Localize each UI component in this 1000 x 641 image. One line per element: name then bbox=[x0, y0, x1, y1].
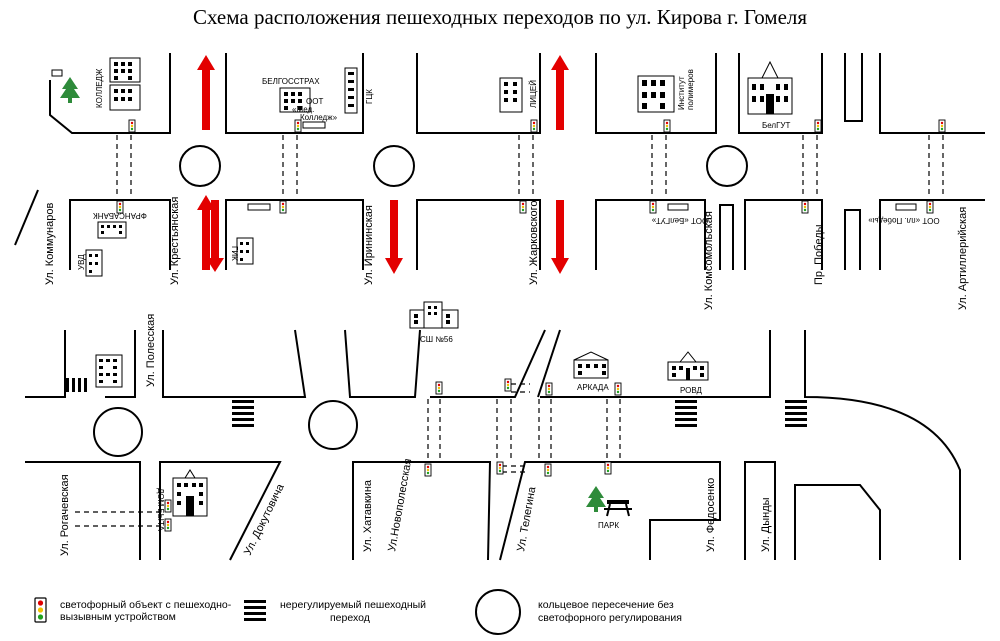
belgosstrakh-building: БЕЛГОССТРАХ ООТ «Мед. Колледж» bbox=[262, 77, 338, 129]
label-ost-name-1: «Мед. bbox=[292, 105, 314, 114]
legend-signal-line-2: вызывным устройством bbox=[60, 611, 176, 623]
label-ost-name-2: Колледж» bbox=[300, 113, 338, 122]
pedestrian-crossings-upper bbox=[116, 135, 944, 198]
sh56-building: СШ №56 bbox=[409, 301, 459, 344]
park: ПАРК bbox=[586, 486, 632, 530]
roundabout-icon bbox=[308, 400, 358, 450]
label-uvd: УВД bbox=[77, 254, 86, 270]
street-irininskaya: Ул. Ирининская bbox=[363, 205, 375, 285]
lower-kirova-section: СШ №56 АРКАДА РОВД ДОМ БЫТА bbox=[25, 301, 961, 561]
label-belgut: БелГУТ bbox=[762, 121, 791, 130]
belgut-building: БелГУТ bbox=[747, 60, 793, 130]
street-artilleriyskaya: Ул. Артиллерийская bbox=[957, 207, 969, 310]
institut-polimerov-building: Институт полимеров bbox=[637, 69, 695, 113]
label-rovd: РОВД bbox=[680, 386, 703, 395]
gik-building: ГИК bbox=[230, 203, 271, 265]
label-sh56: СШ №56 bbox=[420, 335, 453, 344]
label-belgosstrakh: БЕЛГОССТРАХ bbox=[262, 77, 320, 86]
traffic-light-icon bbox=[34, 597, 47, 623]
bus-stop-icon bbox=[895, 203, 917, 211]
street-komsomolskaya: Ул. Комсомольская bbox=[703, 211, 715, 310]
label-kolledzh: КОЛЛЕДЖ bbox=[95, 68, 104, 108]
bus-stop-icon bbox=[247, 203, 271, 211]
roundabout-icon bbox=[706, 145, 748, 187]
legend: светофорный объект с пешеходно- вызывным… bbox=[34, 589, 682, 635]
street-kommunarov: Ул. Коммунаров bbox=[44, 203, 56, 285]
zebra-crossing-icon bbox=[244, 600, 266, 621]
street-poleskaya: Ул. Полесская bbox=[145, 314, 157, 387]
ost-belgut: ООТ «БелГУТ» bbox=[651, 203, 708, 225]
arrow-icon bbox=[197, 55, 569, 274]
street-rogachevskaya: Ул. Рогачевская bbox=[59, 474, 71, 556]
kolledzh-building: КОЛЛЕДЖ bbox=[51, 57, 141, 111]
label-ost-belgut: ООТ «БелГУТ» bbox=[651, 216, 708, 225]
legend-ring-line-1: кольцевое пересечение без bbox=[538, 599, 674, 611]
street-pobedy: Пр. Победы bbox=[813, 224, 825, 285]
map-title: Схема расположения пешеходных переходов … bbox=[193, 5, 807, 29]
legend-signal-line-1: светофорный объект с пешеходно- bbox=[60, 599, 232, 611]
bus-stop-icon bbox=[302, 121, 326, 129]
roundabout-icon bbox=[475, 589, 521, 635]
litsey-building: ЛИЦЕЙ bbox=[499, 77, 538, 113]
pedestrian-crossings-lower bbox=[75, 383, 621, 527]
dom-byta-building: ДОМ БЫТА bbox=[156, 469, 208, 531]
street-dyndy: Ул. Дынды bbox=[760, 497, 772, 552]
label-institut-2: полимеров bbox=[686, 69, 695, 110]
ost-pobedy: ООТ «пл. Победы» bbox=[868, 203, 940, 225]
zebra-crossing-icon bbox=[66, 378, 807, 427]
arkada-building: АРКАДА bbox=[573, 351, 609, 392]
street-krestyanskaya: Ул. Крестьянская bbox=[169, 197, 181, 285]
roundabout-icon bbox=[179, 145, 221, 187]
street-zharkovskogo: Ул. Жарковского bbox=[528, 200, 540, 285]
bus-stop-icon bbox=[667, 203, 689, 211]
label-litsey: ЛИЦЕЙ bbox=[529, 80, 538, 108]
street-khatavkina: Ул. Хатавкина bbox=[362, 479, 374, 552]
roundabout-icon bbox=[93, 407, 143, 457]
label-ost: ООТ bbox=[306, 97, 323, 106]
legend-ring-line-2: светофорного регулирования bbox=[538, 612, 682, 624]
uvd-building: УВД bbox=[77, 249, 103, 277]
tree-icon bbox=[586, 486, 606, 512]
street-fedosenko: Ул. Федосенко bbox=[705, 478, 717, 552]
upper-kirova-section: КОЛЛЕДЖ БЕЛГОССТРАХ ООТ «Мед. Колледж» Г… bbox=[14, 53, 985, 310]
fransabank-building: ФРАНСАБАНК bbox=[93, 211, 147, 239]
rovd-building: РОВД bbox=[667, 351, 709, 395]
polesskaya-building bbox=[95, 354, 123, 388]
label-ost-pobedy: ООТ «пл. Победы» bbox=[868, 216, 940, 225]
bench-icon bbox=[604, 500, 632, 517]
gtsk-building: ГЦК bbox=[344, 67, 374, 114]
label-gtsk: ГЦК bbox=[365, 89, 374, 104]
label-dom-byta: ДОМ БЫТА bbox=[156, 488, 165, 531]
label-fransabank: ФРАНСАБАНК bbox=[93, 211, 147, 220]
label-institut-1: Институт bbox=[677, 76, 686, 110]
legend-zebra-line-1: нерегулируемый пешеходный bbox=[280, 599, 426, 611]
legend-zebra-line-2: переход bbox=[330, 612, 370, 624]
label-park: ПАРК bbox=[598, 521, 619, 530]
street-telegina: Ул. Телегина bbox=[515, 485, 538, 552]
street-novopoleskaya: Ул.Новополесская bbox=[386, 458, 414, 553]
label-arkada: АРКАДА bbox=[577, 383, 609, 392]
label-gik: ГИК bbox=[230, 246, 239, 261]
roundabout-icon bbox=[373, 145, 415, 187]
